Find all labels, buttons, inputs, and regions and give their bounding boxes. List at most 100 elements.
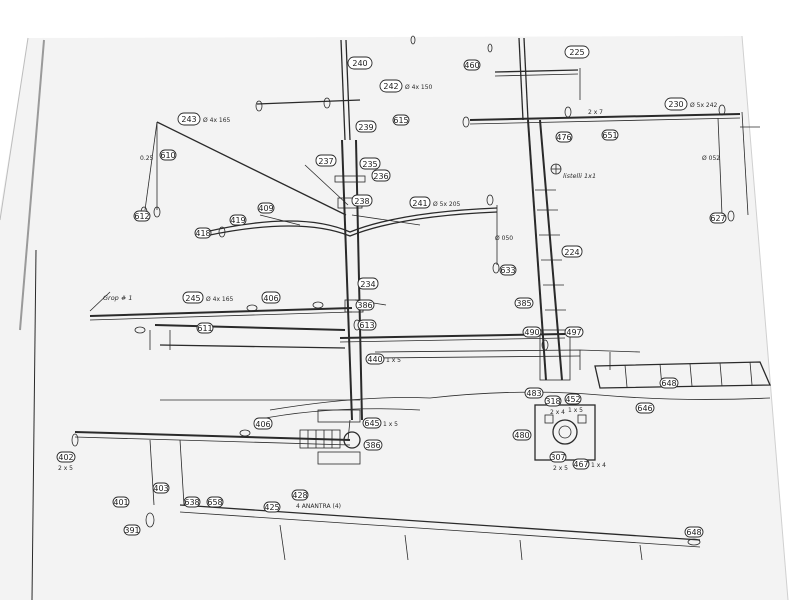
callout-238: 238	[354, 197, 369, 206]
bowsprit	[74, 429, 361, 449]
callout-224: 224	[564, 248, 579, 257]
block-icon	[312, 301, 324, 309]
foremast-topgallant	[340, 39, 346, 141]
fore-yards	[89, 99, 498, 321]
callout-318: 318	[545, 397, 560, 406]
border-line-left	[31, 249, 37, 600]
block-icon	[462, 116, 470, 128]
size-2x5-a: 2 x 5	[58, 465, 73, 472]
block-icon	[564, 106, 572, 118]
callout-645: 645	[364, 419, 379, 428]
block-icon	[323, 97, 331, 109]
quarterdeck-rail	[594, 361, 771, 389]
callout-242: 242	[383, 82, 398, 91]
hull-sheer-line	[179, 504, 701, 541]
callout-483: 483	[526, 389, 541, 398]
callout-243: 243	[181, 115, 196, 124]
block-icon	[727, 210, 735, 222]
paper-fold-line	[19, 39, 45, 331]
block-icon	[255, 100, 263, 112]
callout-240: 240	[352, 59, 367, 68]
dia-052: Ø 052	[702, 155, 720, 162]
callout-307: 307	[550, 453, 565, 462]
callout-230-spec: Ø 5x 242	[690, 102, 718, 109]
capstan-detail	[534, 404, 596, 461]
callout-648-upper: 648	[661, 379, 676, 388]
size-1x4: 1 x 4	[591, 462, 606, 469]
callout-476: 476	[556, 133, 571, 142]
callout-638: 638	[184, 498, 199, 507]
callout-648-lower: 648	[686, 528, 701, 537]
callout-440: 440	[367, 355, 382, 364]
block-icon	[487, 43, 493, 53]
callout-497: 497	[566, 328, 581, 337]
block-icon	[492, 262, 500, 274]
mainmast	[518, 37, 571, 381]
callout-386-upper: 386	[357, 301, 372, 310]
callout-418: 418	[195, 229, 210, 238]
foremast-top-platform	[334, 175, 366, 183]
fore-course-yard	[89, 307, 353, 317]
callout-241-spec: Ø 5x 205	[433, 201, 461, 208]
listelli-note: listelli 1x1	[563, 172, 596, 180]
size-1x5-b: 1 x 5	[568, 407, 583, 414]
mainmast-lower	[527, 119, 547, 381]
block-icon	[246, 304, 258, 312]
size-1x5-c: 1 x 5	[383, 421, 398, 428]
block-icon	[145, 512, 155, 528]
part-callouts: 240 225 242 Ø 4x 150 230 Ø 5x 242 243 Ø …	[56, 45, 727, 538]
block-icon	[687, 538, 701, 546]
callout-243-spec: Ø 4x 165	[203, 117, 231, 124]
deck-edge-wavy	[269, 391, 771, 411]
callout-615: 615	[393, 116, 408, 125]
dia-050: Ø 050	[495, 235, 513, 242]
callout-401: 401	[113, 498, 128, 507]
callout-409: 409	[258, 204, 273, 213]
callout-490: 490	[524, 328, 539, 337]
callout-460: 460	[464, 61, 479, 70]
paper-left-edge	[0, 37, 29, 221]
callout-386-lower: 386	[365, 441, 380, 450]
callout-613: 613	[359, 321, 374, 330]
callout-612: 612	[134, 212, 149, 221]
size-2x4: 2 x 4	[550, 409, 565, 416]
main-royal-yard	[494, 69, 579, 73]
fore-topgallant-yard	[156, 121, 347, 216]
drawing-notes: listelli 1x1 Grop # 1 2 x 7 Ø 050 0.25 Ø…	[103, 109, 720, 302]
callout-425: 425	[264, 503, 279, 512]
callout-428: 428	[292, 491, 307, 500]
anantra-note: 4 ANANTRA (4)	[296, 503, 341, 510]
callout-646: 646	[637, 404, 652, 413]
callout-610: 610	[160, 151, 175, 160]
callout-467: 467	[573, 460, 588, 469]
size-2x5-b: 2 x 5	[553, 465, 568, 472]
callout-402: 402	[58, 453, 73, 462]
callout-242-spec: Ø 4x 150	[405, 84, 433, 91]
callout-406-upper: 406	[263, 294, 278, 303]
callout-627: 627	[710, 214, 725, 223]
block-icon	[239, 429, 251, 437]
block-icon	[486, 194, 494, 206]
callout-419: 419	[230, 216, 245, 225]
fore-topsail-yard	[204, 207, 498, 233]
callout-237: 237	[318, 157, 333, 166]
callout-391: 391	[124, 526, 139, 535]
callout-406-lower: 406	[255, 420, 270, 429]
block-icon	[410, 35, 416, 45]
callout-245: 245	[185, 294, 200, 303]
paper-right-edge	[741, 35, 789, 600]
paper-sheet	[0, 36, 788, 600]
block-icon	[153, 206, 161, 218]
fore-royal-yard	[256, 99, 361, 105]
size-1x5-a: 1 x 5	[386, 357, 401, 364]
callout-236: 236	[373, 172, 388, 181]
callout-480: 480	[514, 431, 529, 440]
callout-651: 651	[602, 131, 617, 140]
callout-235: 235	[362, 160, 377, 169]
callout-385: 385	[516, 299, 531, 308]
callout-633: 633	[500, 266, 515, 275]
dia-025: 0.25	[140, 155, 154, 162]
callout-241: 241	[412, 199, 427, 208]
